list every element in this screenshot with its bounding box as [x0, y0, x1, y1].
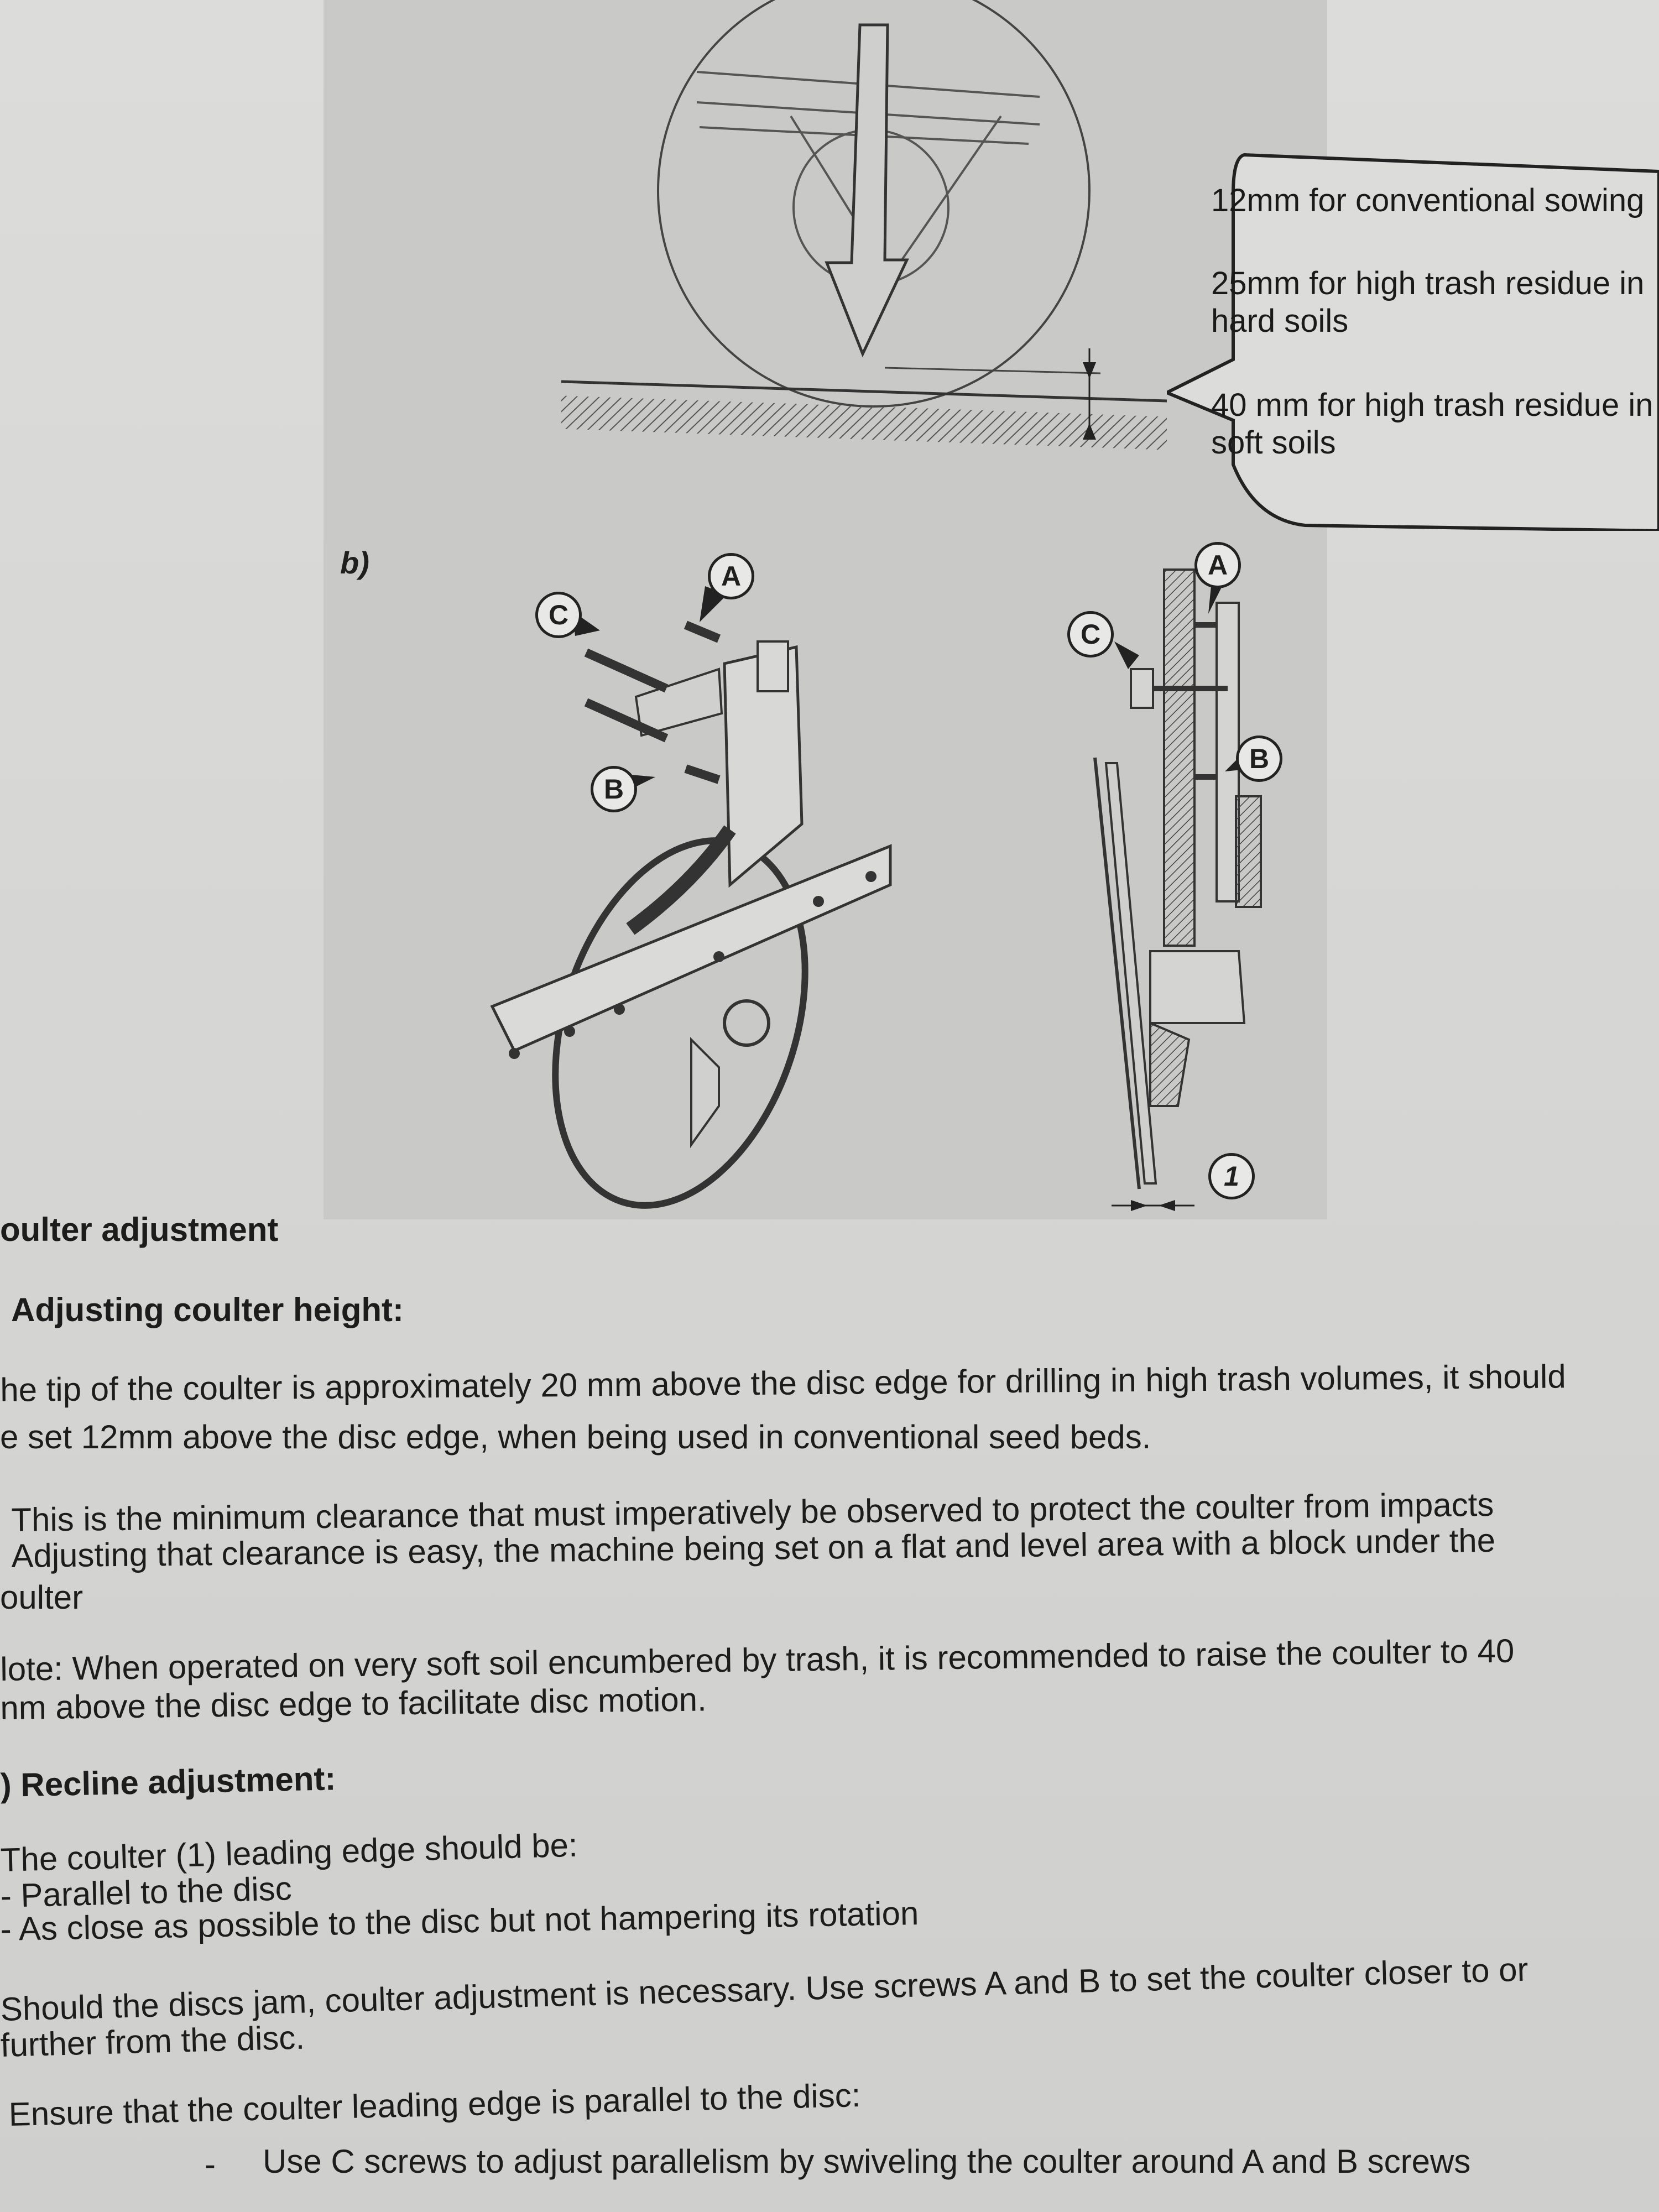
callout-line-40mm: 40 mm for high trash residue in — [1211, 387, 1653, 423]
label-b-right: B — [1236, 735, 1282, 782]
label-a-left: A — [708, 553, 754, 599]
para1-line2: e set 12mm above the disc edge, when bei… — [0, 1418, 1151, 1455]
subsection-a-title: Adjusting coulter height: — [11, 1291, 404, 1328]
label-a-right: A — [1194, 542, 1241, 588]
label-c-left: C — [535, 592, 582, 638]
ground-hatch — [561, 395, 1167, 450]
disc-circle — [657, 0, 1091, 408]
coulter-blade — [1104, 762, 1157, 1185]
callout-line-40mm-cont: soft soils — [1211, 425, 1336, 461]
callout-line-12mm: 12mm for conventional sowing — [1211, 182, 1645, 218]
subsection-b-title: ) Recline adjustment: — [0, 1760, 337, 1804]
frame-beam — [490, 844, 892, 1053]
clearance-callout — [1167, 149, 1659, 531]
panel-label-b: b) — [340, 545, 369, 580]
screws-dash: - — [205, 2146, 216, 2183]
callout-line-25mm: 25mm for high trash residue in — [1211, 265, 1645, 301]
label-coulter-1: 1 — [1208, 1153, 1255, 1199]
section-beam — [1163, 568, 1196, 947]
callout-line-25mm-cont: hard soils — [1211, 303, 1349, 339]
section-title: oulter adjustment — [0, 1211, 279, 1248]
coulter-shank — [825, 23, 909, 358]
para2-line3: oulter — [0, 1579, 84, 1616]
screws-line: Use C screws to adjust parallelism by sw… — [263, 2143, 1471, 2180]
label-b-left: B — [591, 766, 637, 812]
jam-line2: further from the disc. — [0, 2018, 305, 2064]
label-c-right: C — [1067, 611, 1114, 658]
